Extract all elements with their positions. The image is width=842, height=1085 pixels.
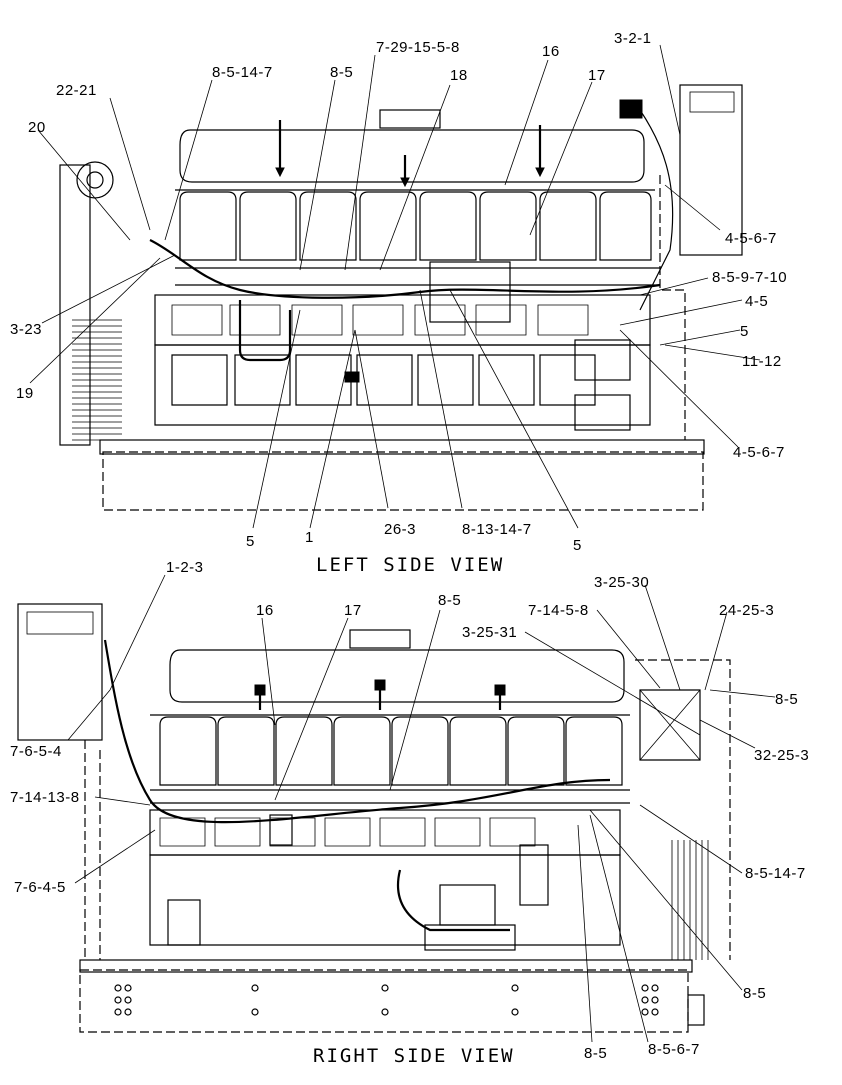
callout-r1: 1-2-3 xyxy=(166,559,204,576)
rear-harness xyxy=(639,109,674,311)
radiator-fins xyxy=(72,319,122,441)
base-skid-outline xyxy=(102,451,704,511)
callout-r17: 8-5-6-7 xyxy=(648,1041,700,1058)
exhaust-manifold xyxy=(169,649,625,703)
exhaust-manifold xyxy=(179,129,645,183)
callout-r2: 3-25-30 xyxy=(594,574,649,591)
callout-l9: 20 xyxy=(28,119,46,136)
callout-r16: 8-5 xyxy=(584,1045,607,1062)
callout-l15: 3-23 xyxy=(10,321,42,338)
turbo-housing xyxy=(76,161,114,199)
callout-l22: 5 xyxy=(573,537,582,554)
right-view-leader-lines xyxy=(67,574,776,1043)
callout-r12: 7-14-13-8 xyxy=(10,789,80,806)
callout-r10: 32-25-3 xyxy=(754,747,809,764)
main-wiring-harness xyxy=(103,639,611,824)
cylinder-block xyxy=(149,809,621,856)
callout-r13: 7-6-4-5 xyxy=(14,879,66,896)
left-side-view-caption: LEFT SIDE VIEW xyxy=(316,554,504,576)
sensor-block xyxy=(344,371,360,383)
callout-l20: 26-3 xyxy=(384,521,416,538)
sensor-bracket xyxy=(429,261,511,323)
callout-l10: 4-5-6-7 xyxy=(725,230,777,247)
callout-r14: 8-5-14-7 xyxy=(745,865,806,882)
callout-r5: 8-5 xyxy=(438,592,461,609)
callout-r7: 24-25-3 xyxy=(719,602,774,619)
rear-housing-outline xyxy=(635,659,731,960)
right-side-view-caption: RIGHT SIDE VIEW xyxy=(313,1045,515,1067)
callout-l19: 1 xyxy=(305,529,314,546)
front-housing-outline xyxy=(84,740,101,960)
callout-l11: 8-5-9-7-10 xyxy=(712,269,787,286)
callout-r6: 7-14-5-8 xyxy=(528,602,589,619)
left-side-view-drawing xyxy=(59,84,743,511)
rear-housing-outline xyxy=(659,175,686,440)
crankcase-doors xyxy=(171,354,596,406)
rear-junction-box xyxy=(679,84,743,256)
callout-l6: 17 xyxy=(588,67,606,84)
fuel-filter xyxy=(167,899,201,946)
callout-r3: 16 xyxy=(256,602,274,619)
left-view-leader-lines xyxy=(29,44,761,529)
crankcase-outline xyxy=(154,344,651,426)
right-side-view-drawing xyxy=(17,603,731,1033)
callout-r15: 8-5 xyxy=(743,985,766,1002)
base-rail xyxy=(79,959,693,973)
control-module-lower xyxy=(574,394,631,431)
base-skid-outline xyxy=(79,969,689,1033)
main-wiring-harness xyxy=(149,239,661,299)
base-lug xyxy=(687,994,705,1026)
rear-connector xyxy=(619,99,643,119)
sensor-module xyxy=(269,814,293,846)
manifold-flange xyxy=(379,109,441,129)
harness-loop xyxy=(238,300,292,362)
cylinder-block xyxy=(154,294,651,346)
base-rail xyxy=(99,439,705,455)
callout-l7: 3-2-1 xyxy=(614,30,652,47)
callout-l5: 16 xyxy=(542,43,560,60)
starter-motor xyxy=(439,884,496,926)
starter-harness xyxy=(396,869,510,932)
cylinder-heads xyxy=(175,189,660,286)
control-module-upper xyxy=(574,339,631,381)
callout-l1: 8-5-14-7 xyxy=(212,64,273,81)
crankcase-outline xyxy=(149,854,621,946)
callout-r9: 8-5 xyxy=(775,691,798,708)
callout-l4: 18 xyxy=(450,67,468,84)
callout-l17: 4-5-6-7 xyxy=(733,444,785,461)
callout-r11: 7-6-5-4 xyxy=(10,743,62,760)
front-housing xyxy=(59,164,91,446)
callout-r4: 17 xyxy=(344,602,362,619)
callout-l12: 4-5 xyxy=(745,293,768,310)
callout-l3: 7-29-15-5-8 xyxy=(376,39,460,56)
callout-l21: 8-13-14-7 xyxy=(462,521,532,538)
base-mounting-holes xyxy=(114,984,659,1016)
left-view-callouts: 8-5-14-7 8-5 7-29-15-5-8 18 16 17 3-2-1 … xyxy=(10,30,787,554)
callout-l13: 5 xyxy=(740,323,749,340)
manifold-flange xyxy=(349,629,411,649)
callout-l14: 11-12 xyxy=(742,353,782,370)
callout-l18: 5 xyxy=(246,533,255,550)
flywheel-fins xyxy=(671,840,709,960)
callout-r8: 3-25-31 xyxy=(462,624,517,641)
callout-l2: 8-5 xyxy=(330,64,353,81)
alternator xyxy=(519,844,549,906)
callout-l16: 19 xyxy=(16,385,34,402)
right-view-callouts: 1-2-3 3-25-30 16 17 8-5 7-14-5-8 24-25-3… xyxy=(10,559,809,1062)
callout-l8: 22-21 xyxy=(56,82,97,99)
front-junction-box xyxy=(17,603,103,741)
